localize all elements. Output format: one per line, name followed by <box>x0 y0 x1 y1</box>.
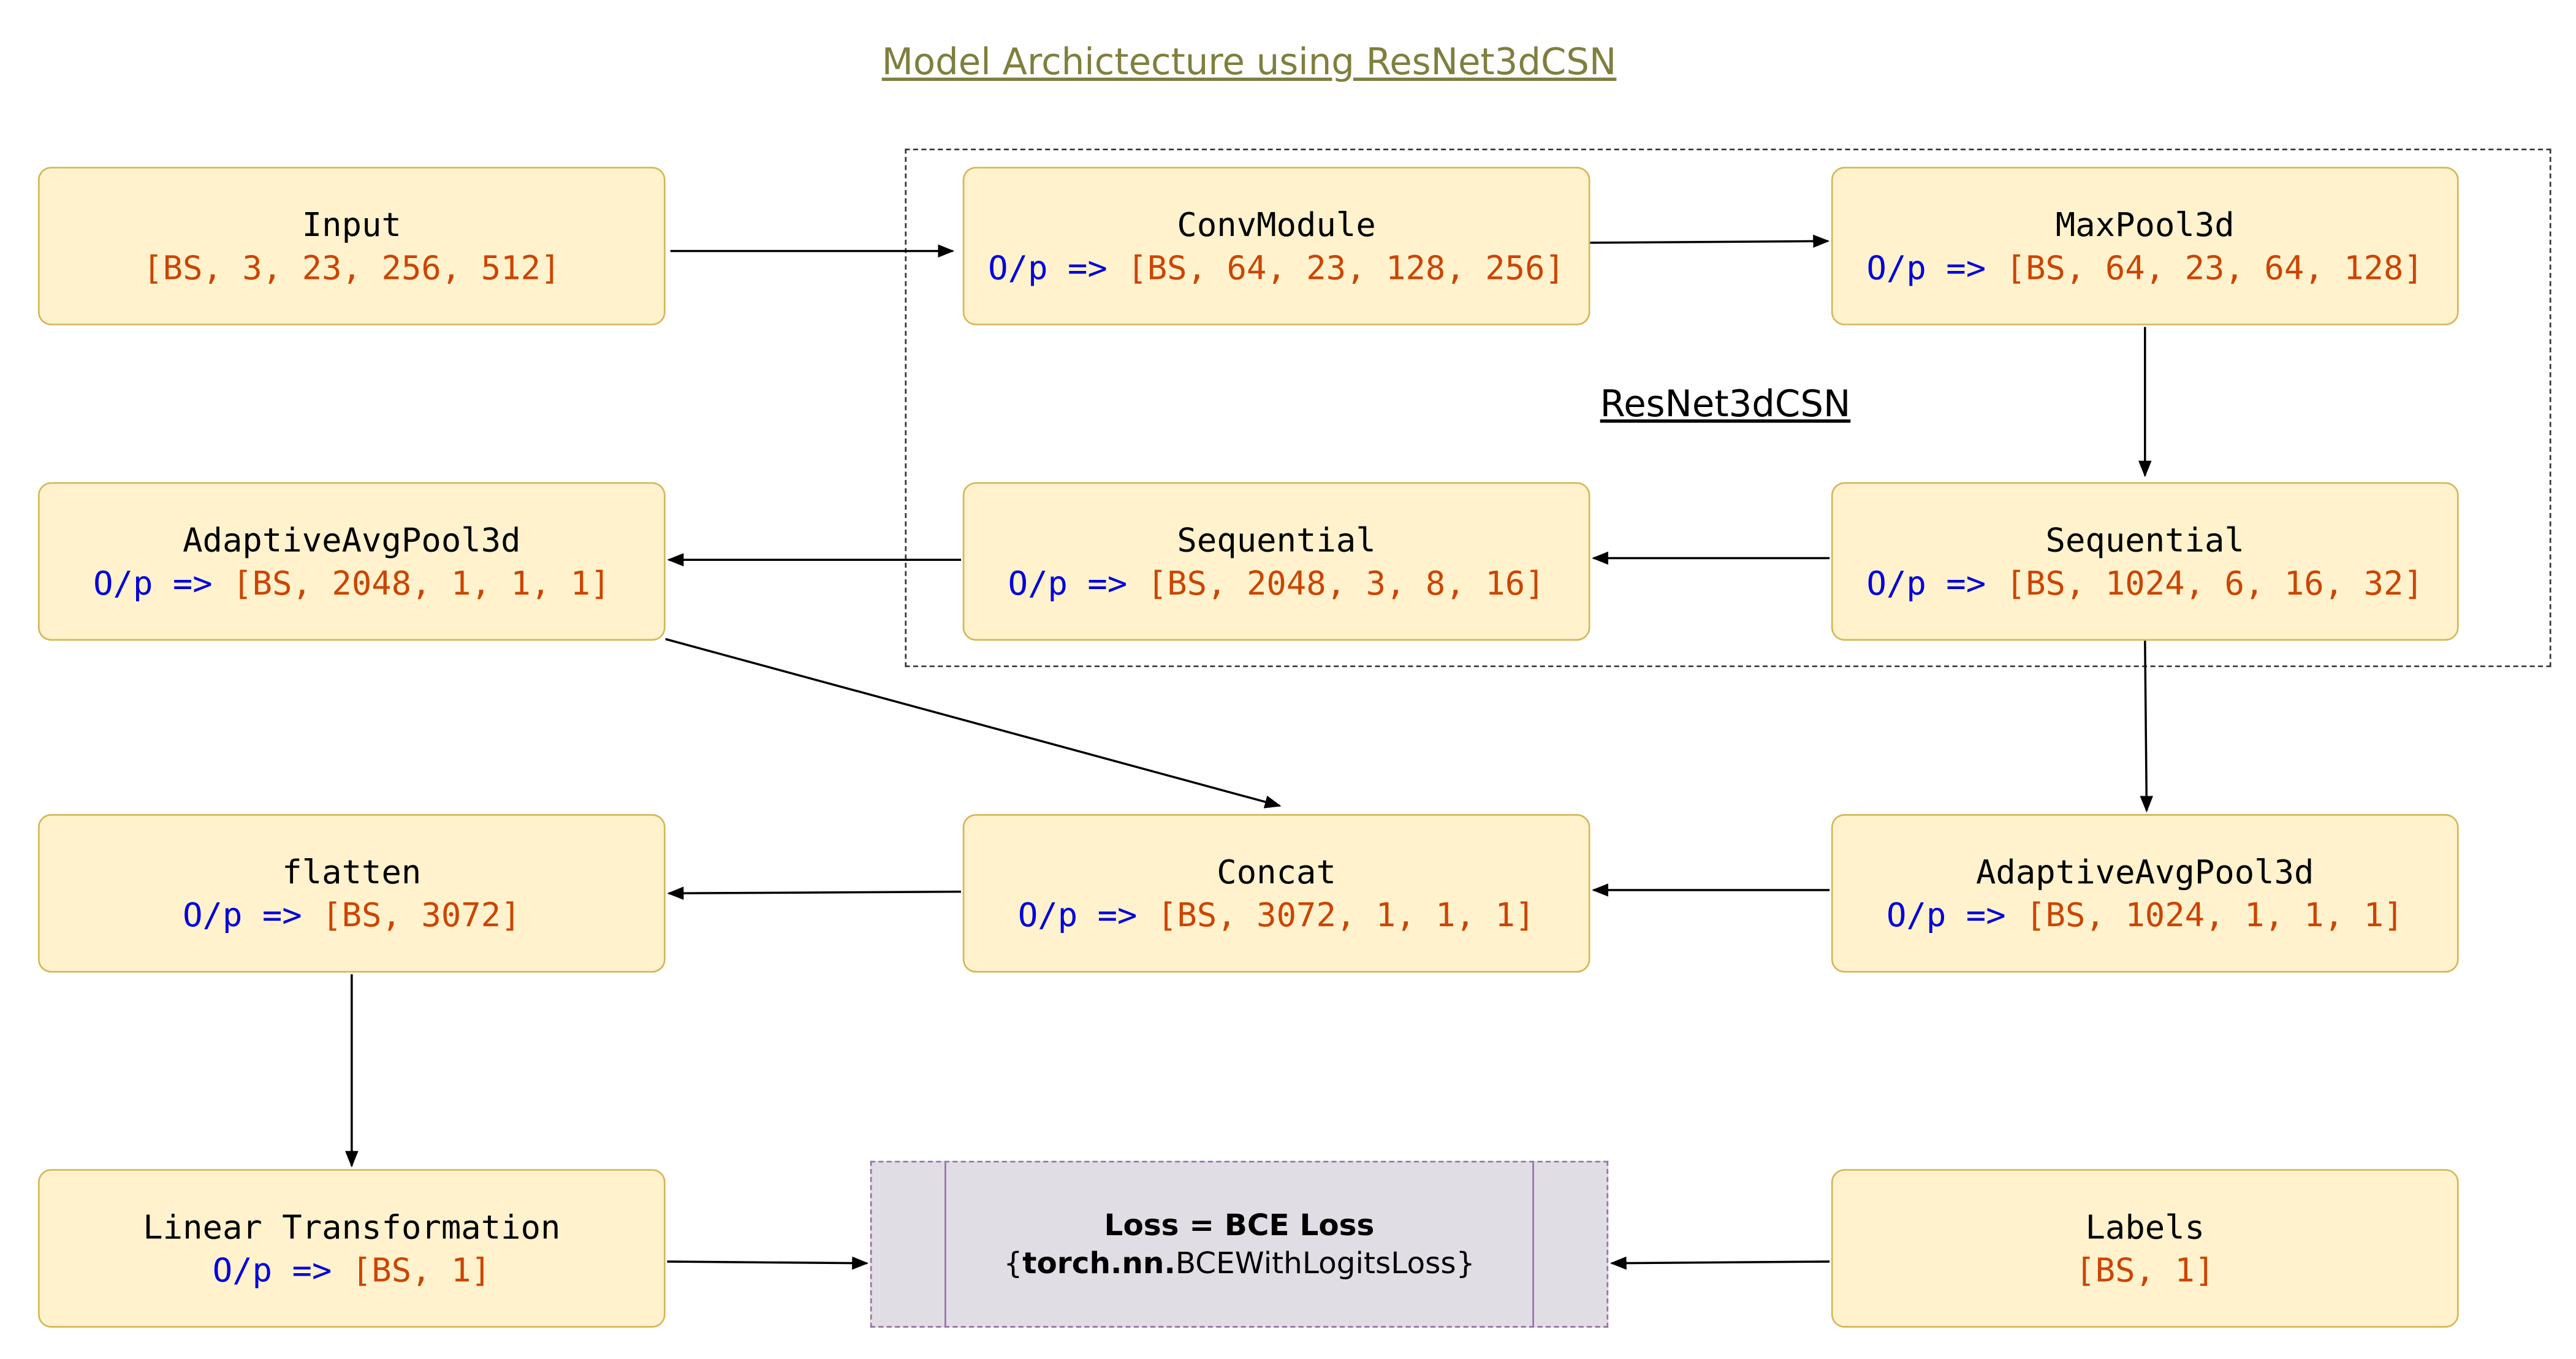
loss-open-brace: { <box>1003 1246 1023 1281</box>
node-shape: [BS, 2048, 3, 8, 16] <box>1147 563 1545 603</box>
loss-title: Loss = BCE Loss <box>1104 1208 1375 1243</box>
node-shape: [BS, 1] <box>2075 1250 2215 1290</box>
loss-class-name: BCEWithLogitsLoss <box>1175 1246 1456 1281</box>
flatten-node: flatten O/p => [BS, 3072] <box>37 814 666 973</box>
maxpool3d-node: MaxPool3d O/p => [BS, 64, 23, 64, 128] <box>1831 167 2459 325</box>
loss-divider-right <box>1532 1162 1534 1327</box>
op-prefix: O/p => <box>1866 563 2006 603</box>
node-name: AdaptiveAvgPool3d <box>1975 852 2314 892</box>
adaptiveavgpool3d-1024-node: AdaptiveAvgPool3d O/p => [BS, 1024, 1, 1… <box>1831 814 2459 973</box>
sequential-2048-node: Sequential O/p => [BS, 2048, 3, 8, 16] <box>962 482 1590 641</box>
diagram-title: Model Archictecture using ResNet3dCSN <box>881 43 1617 85</box>
labels-node: Labels [BS, 1] <box>1831 1169 2459 1328</box>
edge-linear-to-loss <box>667 1256 869 1270</box>
resnet3dcsn-group-label: ResNet3dCSN <box>1600 384 1851 427</box>
op-prefix: O/p => <box>212 1250 352 1290</box>
op-prefix: O/p => <box>1017 895 1157 935</box>
loss-close-brace: } <box>1456 1246 1475 1281</box>
op-prefix: O/p => <box>1008 563 1147 603</box>
node-shape: [BS, 64, 23, 128, 256] <box>1127 248 1565 287</box>
op-prefix: O/p => <box>93 563 233 603</box>
edge-labels-to-loss <box>1609 1256 1830 1270</box>
concat-node: Concat O/p => [BS, 3072, 1, 1, 1] <box>962 814 1590 973</box>
node-name: Linear Transformation <box>143 1207 561 1247</box>
node-name: Concat <box>1217 852 1336 892</box>
loss-module: torch.nn. <box>1022 1246 1176 1281</box>
node-name: Sequential <box>1177 520 1376 560</box>
node-shape: [BS, 2048, 1, 1, 1] <box>232 563 610 603</box>
node-name: flatten <box>282 852 422 892</box>
op-prefix: O/p => <box>183 895 322 935</box>
op-prefix: O/p => <box>988 248 1128 287</box>
input-node: Input [BS, 3, 23, 256, 512] <box>37 167 666 325</box>
loss-node: Loss = BCE Loss {torch.nn.BCEWithLogitsL… <box>870 1160 1609 1328</box>
edge-convmodule-to-maxpool3d <box>1590 234 1830 248</box>
node-name: Sequential <box>2045 520 2244 560</box>
op-prefix: O/p => <box>1886 895 2026 935</box>
node-shape: [BS, 1] <box>351 1250 491 1290</box>
loss-divider-left <box>944 1162 946 1327</box>
edge-sequential-to-adaptiveavgpool-1024 <box>2140 641 2154 813</box>
adaptiveavgpool3d-2048-node: AdaptiveAvgPool3d O/p => [BS, 2048, 1, 1… <box>37 482 666 641</box>
node-shape: [BS, 3, 23, 256, 512] <box>143 248 561 287</box>
node-name: Input <box>302 205 401 245</box>
edge-adaptiveavgpool-2048-to-concat <box>665 638 1282 809</box>
node-name: ConvModule <box>1177 205 1376 245</box>
convmodule-node: ConvModule O/p => [BS, 64, 23, 128, 256] <box>962 167 1590 325</box>
node-shape: [BS, 1024, 6, 16, 32] <box>2005 563 2423 603</box>
resnet3dcsn-group <box>905 148 2551 668</box>
node-shape: [BS, 64, 23, 64, 128] <box>2005 248 2423 287</box>
op-prefix: O/p => <box>1866 248 2006 287</box>
sequential-1024-node: Sequential O/p => [BS, 1024, 6, 16, 32] <box>1831 482 2459 641</box>
node-shape: [BS, 3072, 1, 1, 1] <box>1157 895 1535 935</box>
node-shape: [BS, 3072] <box>322 895 521 935</box>
node-name: MaxPool3d <box>2055 205 2235 245</box>
linear-transformation-node: Linear Transformation O/p => [BS, 1] <box>37 1169 666 1328</box>
node-shape: [BS, 1024, 1, 1, 1] <box>2026 895 2404 935</box>
node-name: AdaptiveAvgPool3d <box>183 520 521 560</box>
node-name: Labels <box>2085 1207 2205 1247</box>
edge-concat-to-flatten <box>667 886 962 900</box>
